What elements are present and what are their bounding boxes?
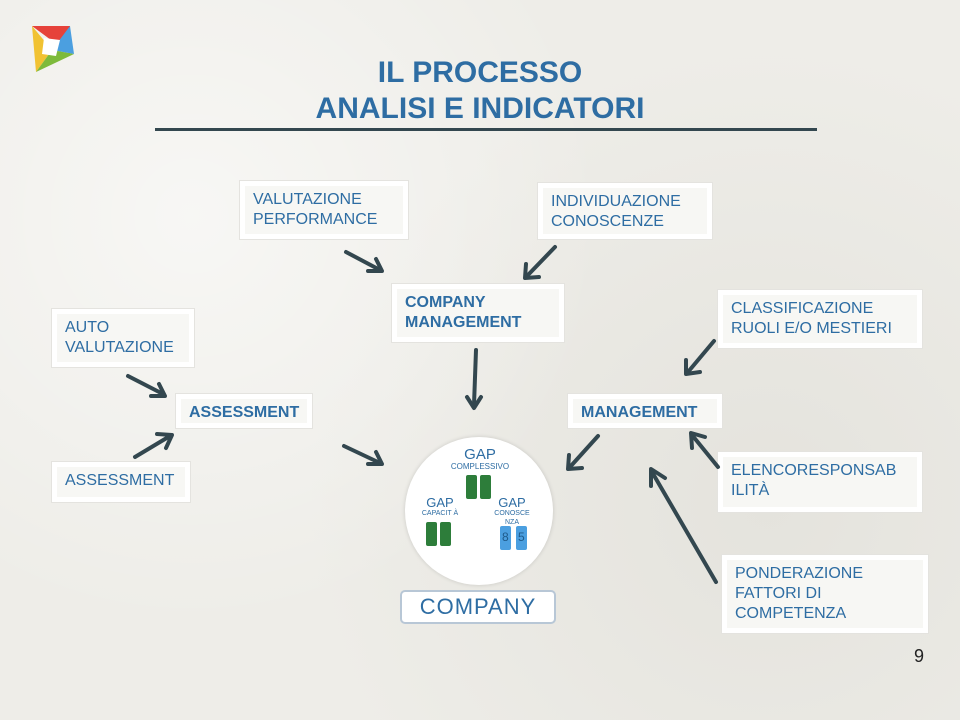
box-label: PONDERAZIONE FATTORI DI COMPETENZA [735, 565, 864, 622]
company-label: COMPANY [419, 594, 537, 619]
arrow-auto-to-assessment [126, 374, 167, 398]
green-block [426, 522, 437, 546]
arrow-individuazione-to-company [523, 245, 557, 280]
box-label: COMPANY MANAGEMENT [405, 294, 522, 331]
box-management: MANAGEMENT [568, 394, 722, 428]
box-label: ASSESSMENT [189, 404, 300, 421]
box-label: VALUTAZIONE PERFORMANCE [253, 191, 378, 228]
page-number: 9 [914, 646, 925, 666]
box-auto-valutazione: AUTO VALUTAZIONE [52, 309, 194, 367]
gap-top-label: GAP [464, 446, 496, 463]
green-block [480, 475, 491, 499]
value-a: 8 [502, 530, 509, 544]
complessivo-label: COMPLESSIVO [450, 462, 510, 471]
blue-block [500, 526, 511, 550]
box-valutazione-performance: VALUTAZIONE PERFORMANCE [240, 181, 408, 239]
company-label-box: COMPANY [400, 590, 556, 624]
green-block [440, 522, 451, 546]
box-label: ASSESSMENT [65, 472, 175, 489]
box-label: AUTO VALUTAZIONE [65, 319, 174, 356]
box-label: MANAGEMENT [581, 404, 698, 421]
box-company-management: COMPANY MANAGEMENT [392, 284, 564, 342]
box-label: CLASSIFICAZIONE RUOLI E/O MESTIERI [731, 300, 892, 337]
arrow-company-down [465, 348, 483, 410]
arrow-elenco-to-management [689, 431, 720, 469]
arrow-to-circle-right [566, 434, 600, 471]
capacita-label: CAPACIT À [421, 510, 459, 517]
green-block [466, 475, 477, 499]
title-line-2: ANALISI E INDICATORI [315, 92, 645, 125]
gap-left-label: GAP [426, 495, 454, 510]
logo-icon [32, 26, 74, 72]
gap-right-label: GAP [498, 495, 526, 510]
arrow-assessment-left-up [133, 432, 174, 459]
box-ponderazione: PONDERAZIONE FATTORI DI COMPETENZA [722, 555, 928, 633]
box-label: INDIVIDUAZIONE CONOSCENZE [551, 193, 681, 230]
arrow-to-circle-left [342, 444, 384, 466]
box-label: ELENCORESPONSAB ILITÀ [731, 462, 897, 499]
arrow-valutazione-to-company [344, 250, 384, 273]
blue-block [516, 526, 527, 550]
box-classificazione-ruoli: CLASSIFICAZIONE RUOLI E/O MESTIERI [718, 290, 922, 348]
value-b: 5 [518, 530, 525, 544]
box-elenco-responsabilita: ELENCORESPONSAB ILITÀ [718, 452, 922, 512]
gap-circle [405, 437, 553, 585]
title-rule [155, 128, 817, 131]
box-assessment-top: ASSESSMENT [176, 394, 312, 428]
arrow-classificazione-to-management [684, 339, 716, 376]
box-individuazione-conoscenze: INDIVIDUAZIONE CONOSCENZE [538, 183, 712, 239]
arrow-ponderazione-up [649, 467, 718, 584]
title-line-1: IL PROCESSO [377, 56, 583, 89]
box-assessment-left: ASSESSMENT [52, 462, 190, 502]
conoscenza-label: CONOSCE NZA [494, 510, 530, 526]
